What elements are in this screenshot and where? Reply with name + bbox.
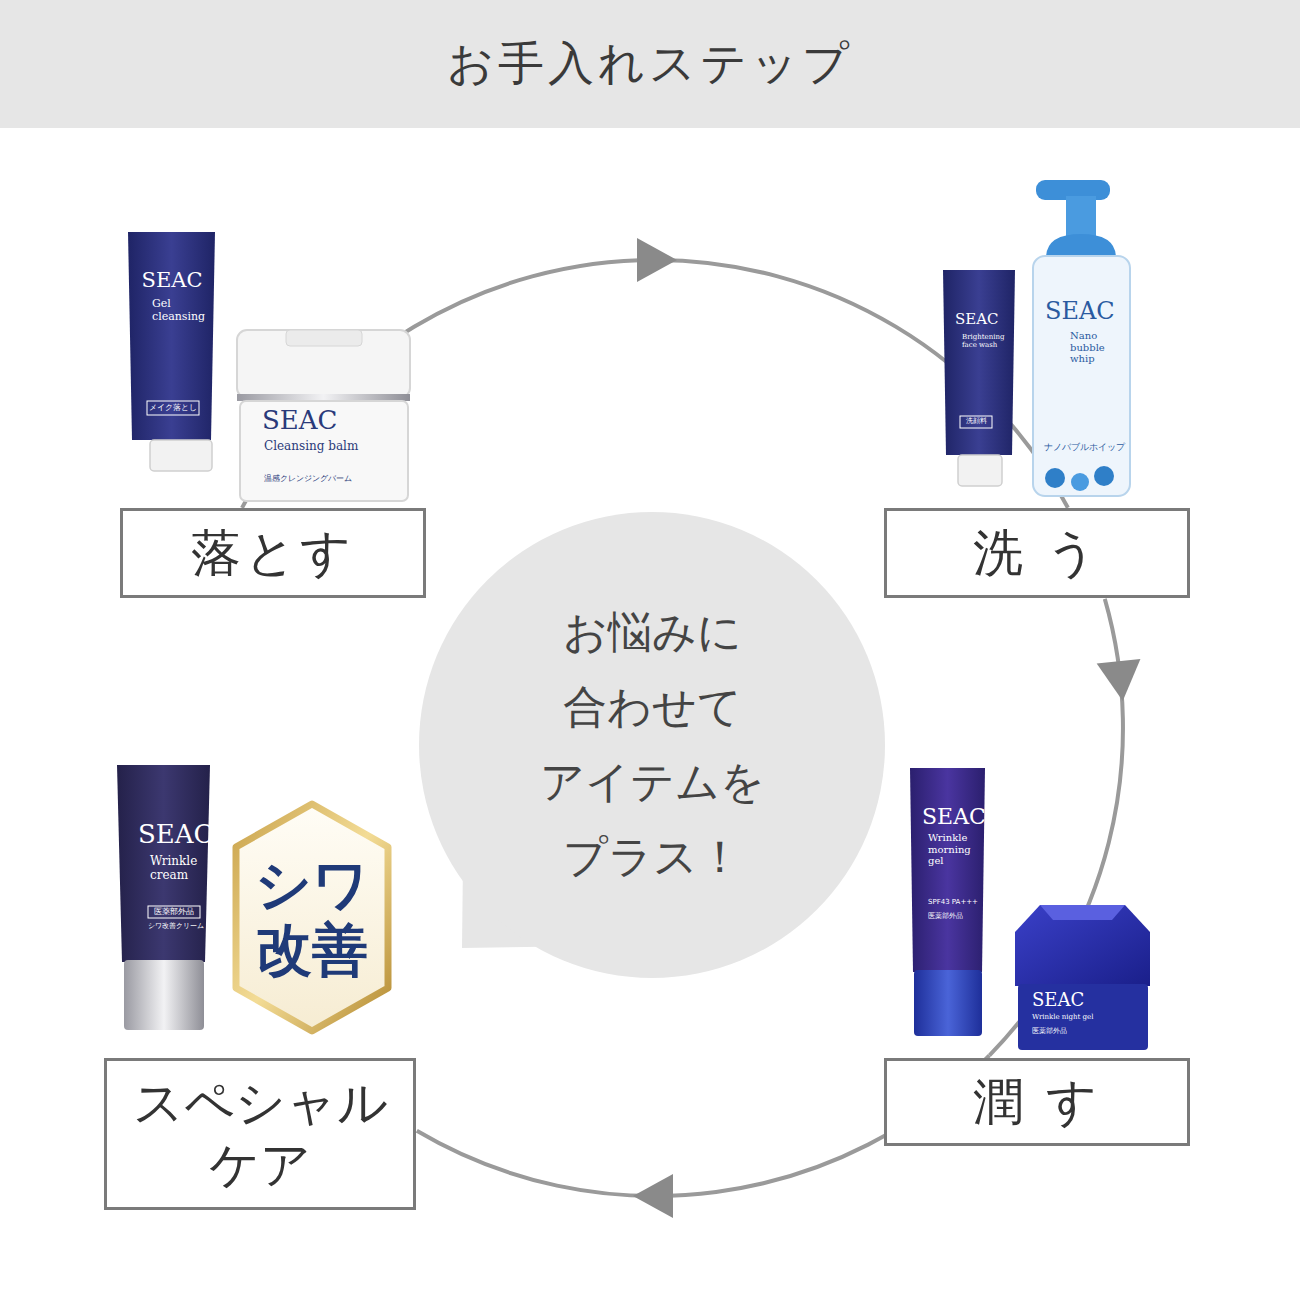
foam-pump-bottle [1033,180,1130,496]
label-frame [148,906,200,918]
jar-tab [286,330,362,346]
step-box: 洗 う [884,508,1190,598]
product-label: ナノバブルホイップ [1040,442,1128,452]
jar-body [240,401,408,501]
product-label: 洗顔料 [960,417,992,425]
jar-band [237,394,410,401]
product-label: SEAC [138,820,208,850]
node-text: 潤 す [973,1072,1102,1132]
product-label: Cleansing balm [264,440,384,454]
product-label: SEAC [955,311,1009,328]
product-label: SPF43 PA+++ [928,898,982,906]
step-box: 落とす [120,508,426,598]
bead [1071,473,1089,491]
bead [1094,466,1114,486]
face-wash-tube [943,270,1015,486]
node-text: 落とす [191,523,355,583]
product-label: Wrinkle morning gel [928,832,984,867]
wrinkle-cream-tube [117,765,210,1030]
pump-collar [1046,234,1116,258]
product-label: 医薬部外品 [928,912,972,920]
jar-lid [237,330,410,398]
step-box: 潤 す [884,1058,1190,1146]
gel-cleansing-tube [128,232,215,471]
product-label: SEAC [1045,298,1125,326]
product-label: 医薬部外品 [1032,1027,1082,1035]
node-text: 洗 う [973,523,1102,583]
product-label: メイク落とし [148,403,198,412]
badge-hexagon [236,804,388,1031]
label-frame [960,416,992,428]
diagram-title: お手入れステップ [0,0,1300,128]
cleansing-balm-jar [237,330,410,501]
tube-body [117,765,210,962]
node-text: お悩みに 合わせて アイテムを プラス！ [521,595,783,894]
node-text: シワ 改善 [250,853,374,982]
bottle-body [1033,256,1130,496]
label-frame [147,401,199,415]
jar-facet [1040,905,1125,920]
product-label: SEAC [1032,990,1102,1011]
product-label: Brightening face wash [962,333,1010,349]
tube-cap [124,960,204,1030]
tube-cap [914,970,982,1036]
product-label: シワ改善クリーム [148,922,206,930]
product-label: 医薬部外品 [148,907,200,916]
morning-gel-tube [910,768,985,1036]
hexagon-badge: シワ 改善 [232,800,392,1035]
product-label: SEAC [262,406,352,436]
node-text: スペシャル ケア [124,1072,396,1197]
arrowhead [633,1174,673,1218]
product-label: SEAC [130,268,214,292]
product-label: Gel cleansing [152,298,212,323]
tube-body [910,768,985,972]
product-label: 温感クレンジングバーム [264,474,394,483]
arrowhead [637,238,677,282]
jar-body [1018,984,1148,1050]
product-label: Wrinkle night gel [1032,1013,1132,1021]
tube-body [128,232,215,440]
title-band: お手入れステップ [0,0,1300,128]
step-box: スペシャル ケア [104,1058,416,1210]
tube-body [943,270,1015,455]
speech-bubble: お悩みに 合わせて アイテムを プラス！ [417,512,887,978]
night-gel-jar [1015,905,1150,1050]
jar-lid [1015,905,1150,986]
product-label: Wrinkle cream [150,855,202,883]
product-label: Nano bubble whip [1070,330,1124,365]
tube-cap [958,455,1002,486]
bead [1045,468,1065,488]
bubble-circle [419,512,885,978]
product-label: SEAC [922,804,984,829]
tube-cap [150,440,212,471]
bubble-shape [417,512,887,978]
arrowhead [1097,659,1141,701]
pump-neck [1066,196,1096,236]
